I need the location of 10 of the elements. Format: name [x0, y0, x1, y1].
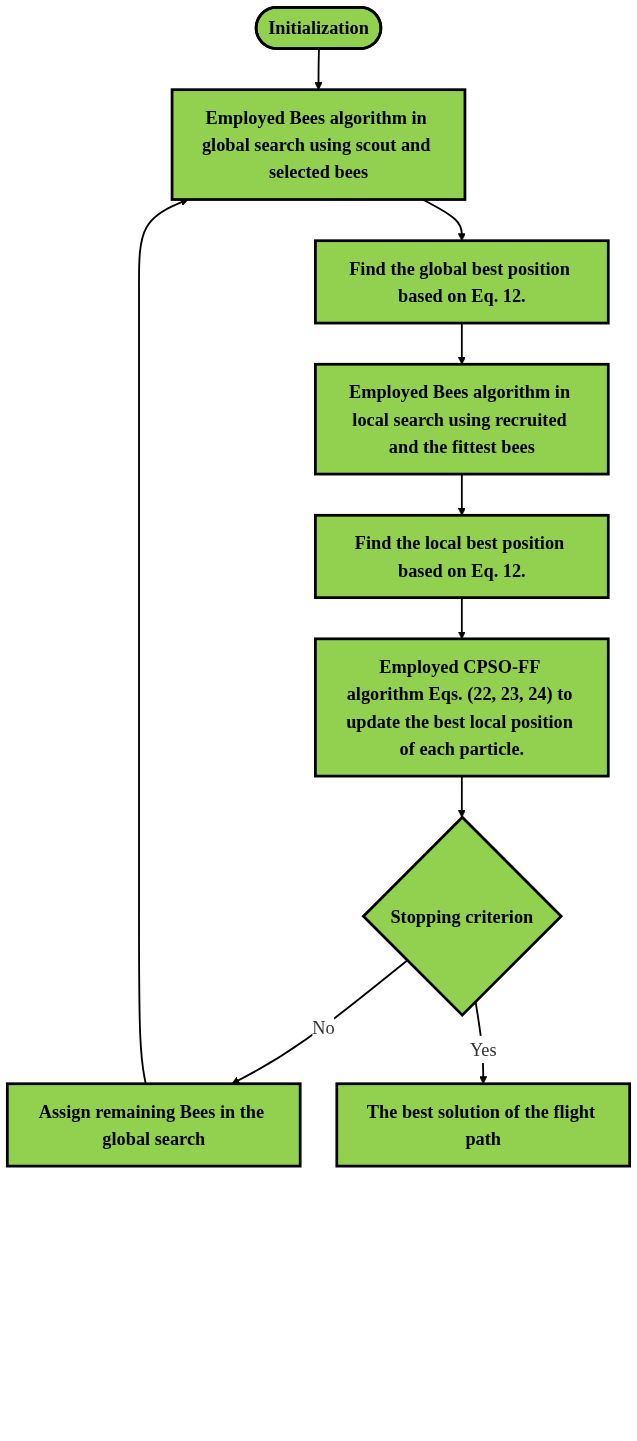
edge-label: No — [312, 1018, 335, 1039]
node-diamond: Stopping criterion — [361, 815, 564, 1018]
node-box: Employed Bees algorithm in local search using recruited and the fittest bees — [314, 362, 610, 476]
node-box: Assign remaining Bees in the global search — [5, 1082, 302, 1168]
node-box: Employed Bees algorithm in global search using scout and selected bees — [170, 88, 467, 201]
node-box: Find the local best position based on Eq. 12. — [314, 513, 610, 599]
node-box: Find the global best position based on Eq. 12. — [314, 239, 610, 325]
node-box: Employed CPSO-FF algorithm Eqs. (22, 23, 24) to update the best local position of each particle. — [314, 637, 610, 778]
edge-label: Yes — [469, 1039, 497, 1060]
node-box: The best solution of the flight path — [335, 1082, 632, 1168]
